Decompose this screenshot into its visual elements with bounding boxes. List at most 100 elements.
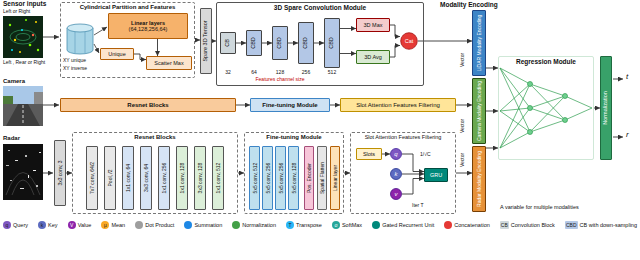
node-label: CBD <box>329 37 335 49</box>
node-label: 3x3 conv, 64 <box>144 164 149 192</box>
channel-size: 128 <box>276 70 284 76</box>
connector <box>134 54 146 60</box>
sensor-caption: Left , Rear or Right <box>3 60 45 66</box>
legend-swatch: V <box>68 221 76 229</box>
node-label: Linear layers <box>131 20 165 26</box>
legend-item: kKey <box>38 221 57 229</box>
legend-item: qQuery <box>3 221 28 229</box>
conv-block: CBD <box>324 18 340 68</box>
legend-symbol: CBD <box>566 223 577 228</box>
node-label: Spare 3D Tensor <box>203 20 209 61</box>
module-panel: 3D Spare Convolution ModuleCBCBDCBDCBDCB… <box>216 2 424 86</box>
gru-box: GRU <box>424 168 448 182</box>
legend-item: μMean <box>101 221 125 229</box>
node-label: 5x5 conv, 256 <box>278 163 283 194</box>
connector <box>330 105 340 106</box>
node-label: k <box>395 171 398 178</box>
connector <box>288 43 298 44</box>
node-label: Resnet Blocks <box>134 134 175 141</box>
legend-item: Dot Product <box>135 221 174 229</box>
node-label: GRU <box>430 172 442 178</box>
legend-item: Gated Recurrent Unit <box>372 221 434 229</box>
legend-text: Gated Recurrent Unit <box>382 222 434 228</box>
legend-swatch <box>184 221 192 229</box>
process-box: Scatter Max <box>146 56 192 70</box>
node-label: 3D Spare Convolution Module <box>274 4 366 11</box>
legend-swatch: q <box>3 221 11 229</box>
layer-box: Pos. Encoder <box>304 146 314 210</box>
node-label: 1x1 conv, 64 <box>126 164 131 192</box>
concat-circle: Cat <box>400 32 418 50</box>
index-label: XY unique <box>63 58 86 64</box>
node-label: Slots <box>363 151 375 157</box>
node-label: CBD <box>303 37 309 49</box>
node-label: 3D Avg <box>364 54 382 60</box>
legend-swatch: k <box>38 221 46 229</box>
output-symbol: t <box>626 73 628 82</box>
legend-swatch: μ <box>101 221 109 229</box>
vector-circle: k <box>390 168 402 180</box>
node-label: Linear layer <box>333 165 338 191</box>
legend-swatch <box>372 221 380 229</box>
node-label: 3D Max <box>364 22 383 28</box>
legend-item: VValue <box>68 221 92 229</box>
legend-swatch <box>135 221 143 229</box>
encoding-bar: Camera Modality Encoding <box>472 78 486 144</box>
legend-text: Mean <box>111 222 125 228</box>
node-label: Resnet Blocks <box>127 102 168 109</box>
legend-symbol: σ <box>334 223 337 228</box>
node-sublabel: (64,128,256,64) <box>129 26 168 32</box>
node-label: CBD <box>277 37 283 49</box>
connector <box>418 41 472 42</box>
connector <box>314 43 324 44</box>
legend-item: σSoftMax <box>332 221 362 229</box>
layer-box: 3x3 conv, 3 <box>54 140 66 206</box>
legend-swatch: CB <box>500 221 509 229</box>
node-label: Radar Modality Encoding <box>477 151 482 207</box>
legend-text: Value <box>78 222 92 228</box>
connector <box>236 105 250 106</box>
node-label: 3x3 conv, 128 <box>198 163 203 194</box>
connector <box>402 179 424 195</box>
legend-item: Normalization <box>232 221 276 229</box>
process-box: Linear layers(64,128,256,64) <box>108 13 188 39</box>
layer-box: 7x7 conv, 64/2 <box>86 146 98 210</box>
layer-box: 1x1 conv, 512 <box>212 146 224 210</box>
legend-text: CB with down-sampling <box>580 222 637 228</box>
node-label: CBD <box>251 37 257 49</box>
conv-block: CBD <box>246 30 262 56</box>
layer-box: 5x5 conv, 256 <box>275 146 286 210</box>
index-label: XY inverse <box>63 66 87 72</box>
legend-text: Convolution Block <box>511 222 555 228</box>
layer-box: 5x5 conv, 512 <box>249 146 260 210</box>
connector <box>390 25 400 37</box>
sensor-name: Camera <box>3 78 25 85</box>
node-label: 5x5 conv, 128 <box>291 163 296 194</box>
node-label: q <box>394 151 397 158</box>
node-label: Cylindrical Partition and Features <box>80 4 176 11</box>
legend-item: Summation <box>184 221 222 229</box>
connector <box>157 39 158 56</box>
legend-swatch: T <box>286 221 294 229</box>
connector <box>456 173 472 174</box>
node-label: LiDAR Modality Encoding <box>477 15 482 72</box>
channel-size: 32 <box>225 70 231 76</box>
module-panel: Slot Attention Features FilteringSlotsqk… <box>350 132 456 214</box>
pipeline-band: Fine-tuning Module <box>250 98 330 112</box>
connector <box>340 53 356 54</box>
legend-text: Query <box>13 222 28 228</box>
node-label: 7x7 conv, 64/2 <box>90 162 95 194</box>
legend-item: TTranspose <box>286 221 322 229</box>
node-label: 5x5 conv, 512 <box>252 163 257 194</box>
section-heading: Modality Encoding <box>440 1 498 8</box>
connector <box>382 154 390 155</box>
pooling-box: 3D Max <box>356 18 390 32</box>
vector-label: Vector <box>460 53 466 67</box>
node-label: 3x3 conv, 3 <box>58 160 63 185</box>
axis-note: Features channel size <box>256 77 305 83</box>
sensor-name: Radar <box>3 135 20 142</box>
cylinder-icon <box>67 24 93 54</box>
channel-size: 512 <box>328 70 336 76</box>
